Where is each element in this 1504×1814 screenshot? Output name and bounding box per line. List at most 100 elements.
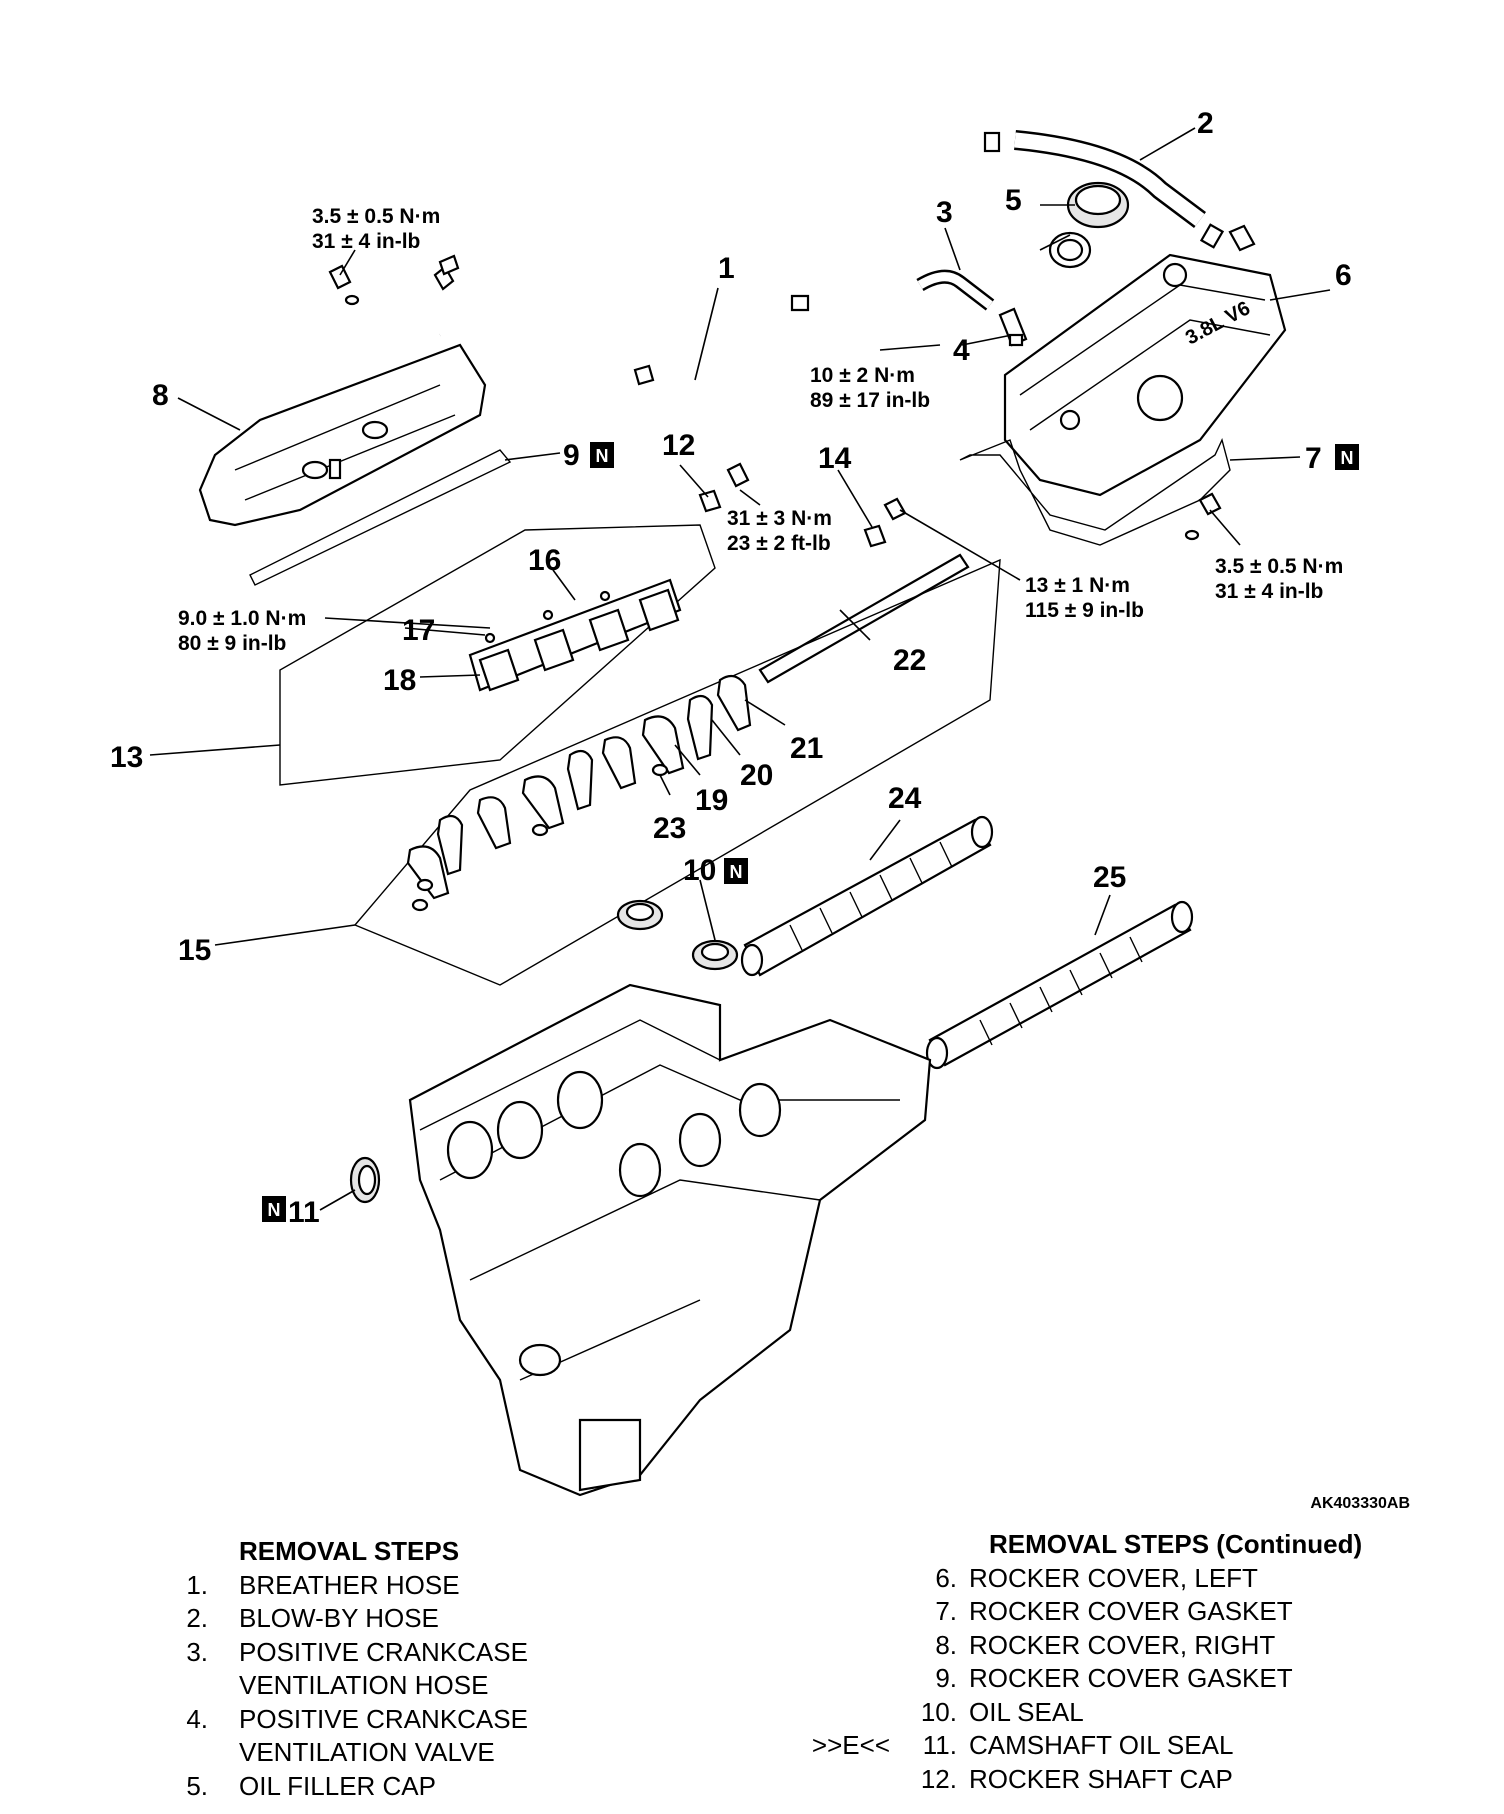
callout-9: 9 <box>563 439 580 472</box>
torque-rocker-shaft-inlb: 115 ± 9 in-lb <box>1025 599 1144 622</box>
step-text: ROCKER COVER, RIGHT <box>969 1629 1276 1660</box>
torque-pcv-valve-inlb: 89 ± 17 in-lb <box>810 389 930 412</box>
step-row: 6. ROCKER COVER, LEFT <box>905 1562 1425 1596</box>
step-number: 1. <box>186 1569 208 1600</box>
step-row: 1. BREATHER HOSE <box>180 1569 600 1603</box>
callout-24: 24 <box>888 782 922 815</box>
callout-22: 22 <box>893 644 926 677</box>
step-text-continued: VENTILATION HOSE <box>239 1670 489 1700</box>
rocker-cover-gasket-right <box>249 449 512 586</box>
rocker-cover-left: 3.8L V6 <box>1003 253 1287 497</box>
step-text: POSITIVE CRANKCASE <box>239 1703 528 1734</box>
callout-10: 10 <box>683 854 716 887</box>
step-row: 3. POSITIVE CRANKCASE <box>180 1636 600 1670</box>
new-part-mark-11: N <box>262 1196 286 1222</box>
callout-25: 25 <box>1093 861 1126 894</box>
torque-rocker-cover-left-inlb: 31 ± 4 in-lb <box>1215 580 1323 603</box>
step-number: 7. <box>935 1596 957 1626</box>
pcv-hose <box>916 269 995 311</box>
callout-5: 5 <box>1005 184 1022 217</box>
bolt-right-cover <box>328 264 360 306</box>
step-text: OIL FILLER CAP <box>239 1770 436 1801</box>
bolt-left-cover <box>1184 492 1222 541</box>
torque-rocker-shaft-nm: 13 ± 1 N·m <box>1025 574 1130 597</box>
blow-by-hose <box>983 130 1256 252</box>
step-number: 5. <box>186 1770 208 1801</box>
callout-3: 3 <box>936 196 953 229</box>
callout-8: 8 <box>152 379 169 412</box>
bolt-rocker-shaft <box>883 497 907 521</box>
callout-4: 4 <box>953 334 970 367</box>
step-number: 12. <box>920 1763 957 1794</box>
callout-19: 19 <box>695 784 728 817</box>
new-part-mark-11-text: N <box>268 1200 281 1220</box>
callout-2: 2 <box>1197 107 1214 140</box>
breather-hose <box>433 254 810 390</box>
callout-13: 13 <box>110 741 143 774</box>
torque-specs: 3.5 ± 0.5 N·m 31 ± 4 in-lb 10 ± 2 N·m 89… <box>178 205 1343 655</box>
step-text: ROCKER COVER GASKET <box>969 1596 1293 1626</box>
step-row: 5. OIL FILLER CAP <box>180 1770 600 1804</box>
camshaft-24 <box>740 815 994 977</box>
callout-18: 18 <box>383 664 416 697</box>
step-number: 10. <box>920 1696 957 1727</box>
torque-adjusting-screw-inlb: 80 ± 9 in-lb <box>178 632 286 655</box>
callout-7: 7 <box>1305 442 1322 475</box>
new-part-mark-10: N <box>724 858 748 884</box>
step-text: CAMSHAFT OIL SEAL <box>969 1730 1234 1760</box>
step-text: BREATHER HOSE <box>239 1569 460 1600</box>
new-part-mark-9: N <box>590 442 614 468</box>
camshaft-oil-seal <box>349 1156 381 1204</box>
callout-12: 12 <box>662 429 695 462</box>
removal-steps-right: REMOVAL STEPS (Continued) 6. ROCKER COVE… <box>812 1528 1425 1796</box>
rocker-arms-row <box>406 674 752 912</box>
step-text: ROCKER COVER GASKET <box>969 1663 1293 1693</box>
torque-rocker-cover-right-inlb: 31 ± 4 in-lb <box>312 230 420 253</box>
engine-block <box>408 983 932 1497</box>
step-text: ROCKER SHAFT CAP <box>969 1763 1233 1794</box>
bolt-rocker-shaft-cap <box>726 462 750 488</box>
step-number: 2. <box>186 1603 208 1633</box>
step-number: 6. <box>935 1562 957 1593</box>
rocker-cover-gasket-left <box>959 437 1231 546</box>
torque-shaft-cap-nm: 31 ± 3 N·m <box>727 507 832 530</box>
step-text: ROCKER COVER, LEFT <box>969 1562 1258 1593</box>
callout-11: 11 <box>288 1196 320 1229</box>
callout-numbers: 1 2 3 4 5 6 7 8 9 10 11 12 13 14 15 16 1… <box>110 107 1352 1229</box>
removal-steps-continued-header: REMOVAL STEPS (Continued) <box>989 1529 1363 1559</box>
oil-seal <box>616 899 739 971</box>
torque-pcv-valve-nm: 10 ± 2 N·m <box>810 364 915 387</box>
step-text: POSITIVE CRANKCASE <box>239 1636 528 1667</box>
step-text: OIL SEAL <box>969 1696 1084 1727</box>
torque-rocker-cover-left-nm: 3.5 ± 0.5 N·m <box>1215 555 1343 578</box>
step-number: 3. <box>186 1636 208 1667</box>
new-part-mark-10-text: N <box>730 862 743 882</box>
removal-steps-left: REMOVAL STEPS 1. BREATHER HOSE 2. BLOW-B… <box>180 1535 600 1803</box>
step-prefix: >>E<< <box>811 1730 890 1760</box>
callout-6: 6 <box>1335 259 1352 292</box>
leader-lines <box>149 127 1331 1211</box>
step-row: 2. BLOW-BY HOSE <box>180 1602 600 1636</box>
step-number: 11. <box>922 1730 957 1760</box>
callout-21: 21 <box>790 732 823 765</box>
group-15-outline <box>353 558 1001 986</box>
callout-17: 17 <box>402 614 435 647</box>
new-part-mark-7-text: N <box>1341 448 1354 468</box>
pcv-valve <box>998 307 1028 347</box>
callout-15: 15 <box>178 934 211 967</box>
camshaft-25 <box>925 900 1194 1070</box>
torque-adjusting-screw-nm: 9.0 ± 1.0 N·m <box>178 607 306 630</box>
step-row: 10. OIL SEAL <box>905 1696 1425 1730</box>
rocker-shaft-cap-14 <box>863 524 887 548</box>
torque-rocker-cover-right-nm: 3.5 ± 0.5 N·m <box>312 205 440 228</box>
oil-filler-cap <box>1048 181 1130 269</box>
step-text: BLOW-BY HOSE <box>239 1603 439 1633</box>
step-number: 9. <box>935 1663 957 1693</box>
step-row: 4. POSITIVE CRANKCASE <box>180 1703 600 1737</box>
new-part-marks: N N N N <box>262 442 1359 1222</box>
step-row: 7. ROCKER COVER GASKET <box>905 1595 1425 1629</box>
rocker-cover-right <box>198 343 487 527</box>
step-row: >>E<< 11. CAMSHAFT OIL SEAL <box>812 1729 1425 1763</box>
figure-id: AK403330AB <box>1310 1495 1410 1512</box>
